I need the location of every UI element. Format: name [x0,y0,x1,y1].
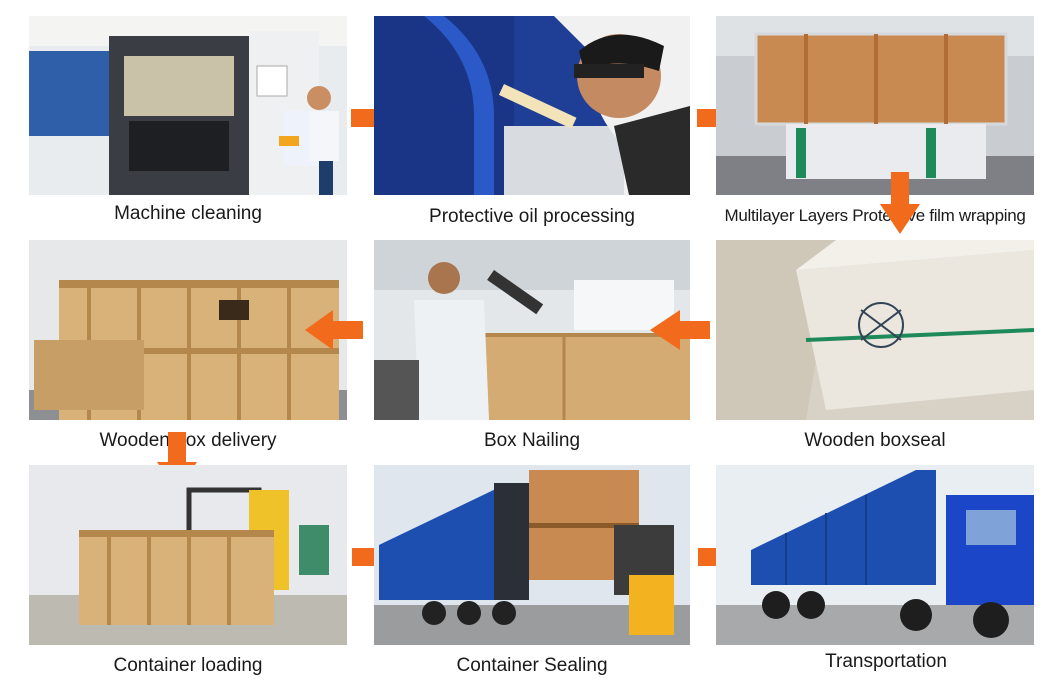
photo-container-loading [29,465,347,645]
step-caption: Protective oil processing [429,206,635,227]
step-caption: Wooden box delivery [99,430,277,451]
photo-wooden-box-seal [716,240,1034,420]
photo-protective-film-wrapping [716,16,1034,195]
arrow-left-icon [305,310,363,350]
photo-protective-oil-processing [374,16,690,195]
step-caption: Container loading [113,655,263,676]
step-caption: Wooden boxseal [804,430,946,451]
photo-box-nailing [374,240,690,420]
photo-wooden-box-delivery [29,240,347,420]
step-caption: Container Sealing [456,655,608,676]
photo-transportation [716,465,1034,645]
arrow-down-icon [880,172,920,234]
photo-machine-cleaning [29,16,347,195]
step-caption: Box Nailing [483,430,581,451]
step-caption: Machine cleaning [114,203,262,224]
step-caption: Transportation [825,651,947,672]
photo-container-sealing [374,465,690,645]
arrow-left-icon [650,310,710,350]
step-caption: Multilayer Layers Protective film wrappi… [724,206,1026,225]
